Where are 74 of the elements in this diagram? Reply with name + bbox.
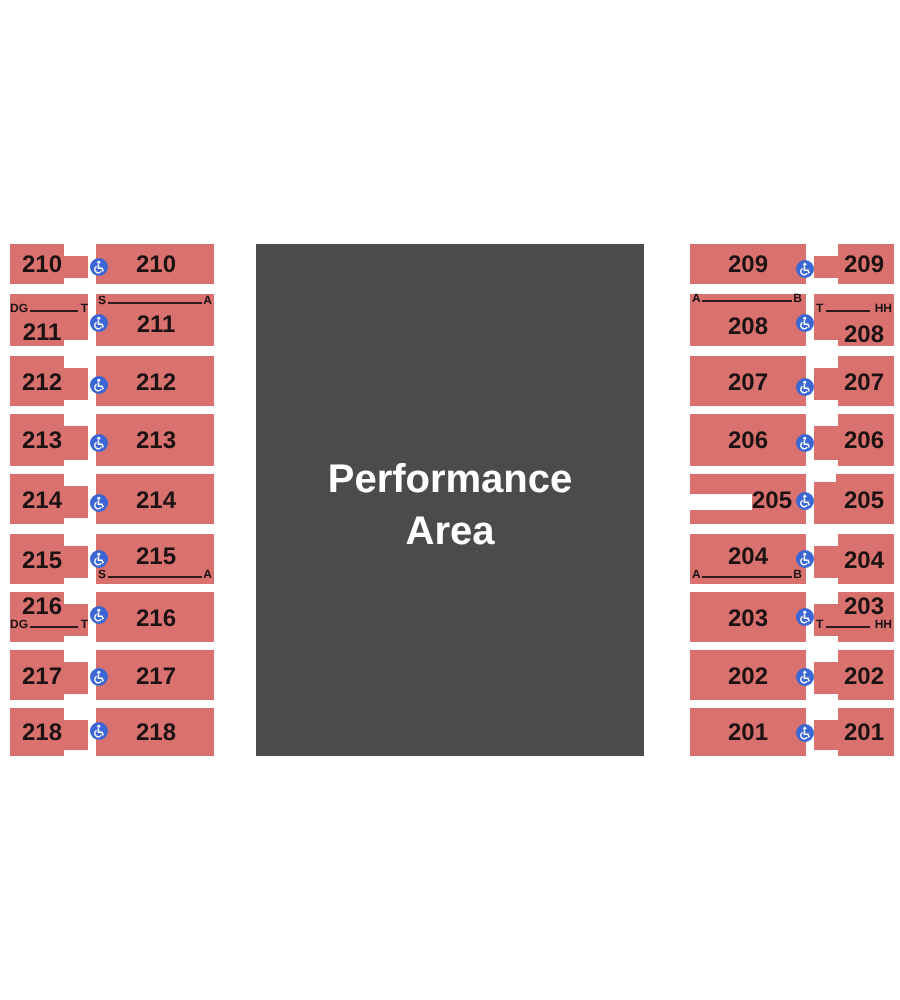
section-number: 215 (21, 547, 63, 571)
seating-section (814, 534, 894, 584)
section-number: 215 (135, 544, 177, 568)
seating-section (96, 414, 214, 466)
seating-section (96, 244, 214, 284)
section-number: 207 (727, 369, 769, 393)
seating-section (10, 592, 88, 642)
section-number: 211 (22, 320, 62, 344)
seating-section (96, 650, 214, 700)
seating-section (10, 650, 88, 700)
section-number: 201 (843, 720, 885, 744)
seating-section (690, 294, 806, 346)
section-number: 208 (843, 322, 885, 346)
seating-section (814, 356, 894, 406)
seating-section (96, 708, 214, 756)
section-number: 207 (843, 369, 885, 393)
section-number: 202 (843, 663, 885, 687)
section-number: 217 (21, 663, 63, 687)
section-number: 206 (727, 428, 769, 452)
section-number: 216 (135, 605, 177, 629)
section-number: 212 (135, 369, 177, 393)
section-number: 213 (135, 428, 177, 452)
seating-section (10, 414, 88, 466)
seating-section (10, 294, 88, 346)
seating-section (690, 592, 806, 642)
seating-section (690, 356, 806, 406)
section-number: 218 (135, 720, 177, 744)
section-number: 204 (843, 547, 885, 571)
section-number: 208 (727, 314, 769, 338)
seating-section (690, 534, 806, 584)
seating-section (814, 294, 894, 346)
seating-section (690, 244, 806, 284)
seating-section (814, 474, 894, 524)
seating-section (10, 474, 88, 524)
stage-area (256, 244, 644, 756)
seating-section (96, 294, 214, 346)
section-number: 201 (727, 720, 769, 744)
seating-section (814, 650, 894, 700)
seating-section (690, 414, 806, 466)
seating-section (690, 650, 806, 700)
seating-section (814, 244, 894, 284)
seating-section (10, 534, 88, 584)
section-number: 209 (727, 252, 769, 276)
section-number: 205 (751, 487, 793, 511)
section-number: 209 (843, 252, 885, 276)
section-number: 214 (21, 487, 63, 511)
seating-section (814, 708, 894, 756)
section-number: 205 (843, 487, 885, 511)
section-number: 203 (843, 594, 885, 618)
area-label: Performance Area (325, 456, 575, 558)
seating-section (96, 534, 214, 584)
section-number: 217 (135, 663, 177, 687)
seating-section (690, 474, 806, 524)
seating-section (10, 244, 88, 284)
section-number: 204 (727, 544, 769, 568)
section-number: 202 (727, 663, 769, 687)
section-number: 213 (21, 428, 63, 452)
seating-section (10, 356, 88, 406)
section-number: 218 (21, 720, 63, 744)
seating-section (814, 592, 894, 642)
section-number: 210 (21, 252, 63, 276)
section-number: 216 (21, 594, 63, 618)
seating-section (814, 414, 894, 466)
seating-section (690, 708, 806, 756)
section-number: 212 (21, 369, 63, 393)
section-number: 206 (843, 428, 885, 452)
seating-section (10, 708, 88, 756)
section-number: 210 (135, 252, 177, 276)
section-number: 203 (727, 605, 769, 629)
seating-section (96, 474, 214, 524)
seating-section (96, 592, 214, 642)
section-number: 211 (136, 312, 176, 336)
seating-section (96, 356, 214, 406)
section-number: 214 (135, 487, 177, 511)
